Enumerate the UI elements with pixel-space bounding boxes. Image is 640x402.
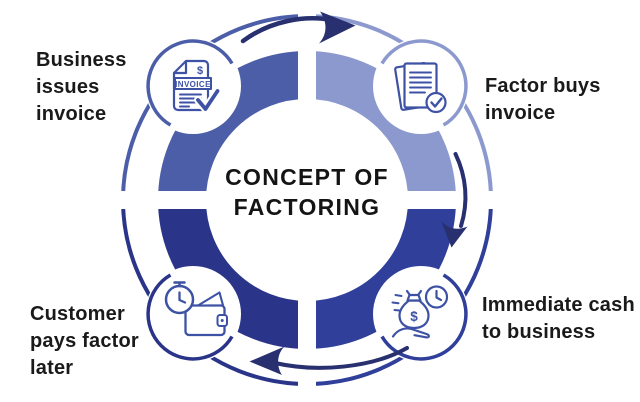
bottom-arrow-head [249,346,285,375]
label-immediate-cash-to-business: Immediate cash to business [482,292,635,346]
check-badge [425,91,447,114]
money-dollar-sign: $ [410,309,418,324]
label-line: Customer [30,303,125,325]
invoice-document-icon: $ INVOICE [172,59,222,113]
invoice-check-icon [196,89,220,111]
label-business-issues-invoice: Business issues invoice [36,47,127,128]
title-line: FACTORING [233,194,381,220]
invoice-fold [172,59,188,75]
documents-check-icon [394,61,447,114]
invoice-lines [179,93,202,108]
label-line: pays factor [30,330,139,352]
label-line: issues [36,76,100,98]
bubble-outline-top-right [380,39,468,127]
invoice-dollar-sign: $ [197,65,203,77]
stopwatch-hands [178,291,187,304]
label-factor-buys-invoice: Factor buys invoice [485,73,601,127]
invoice-label-box [174,77,212,90]
label-line: Business [36,49,127,71]
top-arrow [240,11,356,44]
cycle-arrows [240,11,468,375]
right-arrow-curve [453,152,468,228]
motion-dashes [391,294,403,312]
label-line: Factor buys [485,75,601,97]
bottom-arrow-curve [273,346,409,370]
money-bag-knot [405,289,423,296]
bubble-outline-bottom-left [146,273,234,361]
clock-hands [435,289,443,302]
wallet-flap [196,291,225,307]
invoice-label-text: INVOICE [175,80,211,89]
label-line: invoice [36,103,107,125]
wallet-clasp-dot [220,319,224,322]
diagram-title: CONCEPT OF FACTORING [157,162,457,222]
title-line: CONCEPT OF [225,164,389,190]
money-bag [398,299,430,330]
cash-bag-clock-hand-icon: $ [391,285,449,339]
document-lines [409,71,432,94]
stopwatch-wallet-icon [164,281,228,337]
hand [391,327,430,339]
label-line: later [30,357,74,379]
label-line: to business [482,321,596,343]
label-customer-pays-factor-later: Customer pays factor later [30,301,139,382]
horizontal-gap [0,191,640,209]
stopwatch-crown [173,281,186,288]
label-line: Immediate cash [482,294,635,316]
label-line: invoice [485,102,556,124]
top-arrow-head [319,11,356,44]
money-bag-tie [406,293,422,302]
check-mark-icon [430,97,443,108]
right-arrow [441,152,468,248]
bubble-outline-top-left [146,39,234,127]
right-arrow-head [441,220,468,248]
bottom-arrow [249,346,409,375]
